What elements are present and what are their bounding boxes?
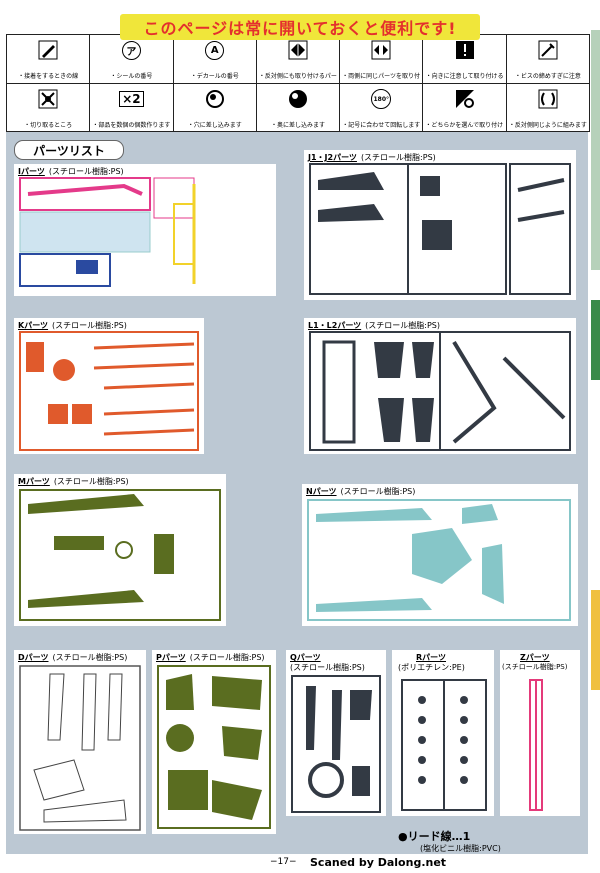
legend-cell: ・穴に差し込みます	[174, 84, 257, 132]
legend-label: ・記号に合わせて回転します	[342, 122, 421, 129]
legend-cell: 180° ・記号に合わせて回転します	[340, 84, 424, 132]
curve-icon	[537, 88, 559, 110]
page-edge-tab-yellow	[591, 590, 600, 690]
sheet-header: Pパーツ(スチロール樹脂:PS)	[156, 653, 265, 662]
scan-credit: Scaned by Dalong.net	[310, 856, 447, 869]
legend-label: ・奥に差し込みます	[270, 122, 325, 129]
sheet-header: J1・J2パーツ(スチロール樹脂:PS)	[308, 153, 436, 162]
sticker-icon: ア	[120, 39, 142, 61]
sprue-drawing-D	[19, 665, 141, 831]
hole-icon	[204, 88, 226, 110]
symbol-legend: ・接着をするときの線 ア ・シールの番号 A ・デカールの番号 ・反対側にも取り…	[6, 34, 590, 132]
legend-cell: ・両側に同じパーツを取り付ける	[340, 35, 424, 83]
page-edge-tab-green	[591, 300, 600, 380]
sheet-Z: Zパーツ (スチロール樹脂:PS)	[500, 650, 580, 816]
legend-cell: ア ・シールの番号	[90, 35, 174, 83]
parts-list-panel: パーツリスト Iパーツ(スチロール樹脂:PS) J1・J2パーツ(スチロール樹脂…	[6, 132, 588, 854]
sheet-M: Mパーツ(スチロール樹脂:PS)	[14, 474, 226, 626]
sprue-drawing-I	[19, 177, 196, 287]
legend-cell: ・向きに注意して取り付ける	[423, 35, 507, 83]
sheet-material: (スチロール樹脂:PS)	[502, 663, 568, 671]
sheet-L: L1・L2パーツ(スチロール樹脂:PS)	[304, 318, 576, 454]
screw-icon	[537, 39, 559, 61]
sheet-header: Rパーツ	[416, 653, 446, 662]
both-sides-icon	[370, 39, 392, 61]
filled-hole-icon	[287, 88, 309, 110]
legend-label: ・ビスの締めすぎに注意	[514, 73, 581, 80]
sheet-header: Mパーツ(スチロール樹脂:PS)	[18, 477, 129, 486]
legend-label: ・シールの番号	[110, 73, 153, 80]
sprue-drawing-K	[19, 331, 199, 451]
legend-cell: ・反対側同じように組みます	[507, 84, 589, 132]
sheet-D: Dパーツ(スチロール樹脂:PS)	[14, 650, 146, 834]
sheet-I: Iパーツ(スチロール樹脂:PS)	[14, 164, 276, 296]
legend-cell: ・ビスの締めすぎに注意	[507, 35, 589, 83]
legend-cell: ・奥に差し込みます	[257, 84, 341, 132]
sheet-header: Iパーツ(スチロール樹脂:PS)	[18, 167, 124, 176]
sheet-header: Kパーツ(スチロール樹脂:PS)	[18, 321, 127, 330]
sprue-drawing-R	[401, 679, 487, 811]
legend-row-2: ・切り取るところ ×2 ・部品を数個の個数作ります ・穴に差し込みます ・奥に差…	[7, 84, 589, 132]
sprue-drawing-Z	[529, 679, 543, 811]
sheet-K: Kパーツ(スチロール樹脂:PS)	[14, 318, 204, 454]
sprue-drawing-M	[19, 489, 221, 621]
runner-wire-material: (塩化ビニル樹脂:PVC)	[420, 844, 501, 853]
sheet-header: Dパーツ(スチロール樹脂:PS)	[18, 653, 128, 662]
legend-label: ・反対側にも取り付けるパーツ	[258, 73, 338, 80]
runner-wire-label: ●リード線…1	[398, 830, 471, 843]
sprue-drawing-L	[309, 331, 571, 451]
caution-icon	[454, 39, 476, 61]
sheet-header: L1・L2パーツ(スチロール樹脂:PS)	[308, 321, 441, 330]
sheet-J: J1・J2パーツ(スチロール樹脂:PS)	[304, 150, 576, 300]
legend-label: ・どちらかを選んで取り付けます	[425, 122, 504, 129]
legend-cell: ・切り取るところ	[7, 84, 91, 132]
cut-icon	[37, 88, 59, 110]
legend-cell: A ・デカールの番号	[174, 35, 257, 83]
multiply-icon: ×2	[119, 88, 144, 110]
select-icon	[454, 88, 476, 110]
sheet-Q: Qパーツ (スチロール樹脂:PS)	[286, 650, 386, 816]
page-edge-tab	[591, 30, 600, 270]
sheet-material: (ポリエチレン:PE)	[398, 663, 465, 672]
sheet-header: Nパーツ(スチロール樹脂:PS)	[306, 487, 416, 496]
legend-cell: ・反対側にも取り付けるパーツ	[257, 35, 341, 83]
knife-icon	[37, 39, 59, 61]
legend-label: ・部品を数個の個数作ります	[92, 122, 171, 129]
page-number: −17−	[270, 857, 297, 867]
legend-label: ・向きに注意して取り付ける	[425, 73, 504, 80]
legend-label: ・穴に差し込みます	[187, 122, 242, 129]
legend-label: ・接着をするときの線	[18, 73, 79, 80]
sprue-drawing-J	[309, 163, 571, 295]
sprue-drawing-P	[157, 665, 271, 829]
sprue-drawing-N	[307, 499, 571, 621]
legend-label: ・デカールの番号	[190, 73, 239, 80]
page-banner: このページは常に開いておくと便利です!	[120, 14, 480, 40]
sprue-drawing-Q	[291, 675, 381, 813]
legend-cell: ×2 ・部品を数個の個数作ります	[90, 84, 174, 132]
sheet-header: Qパーツ	[290, 653, 321, 662]
rotate-icon: 180°	[370, 88, 392, 110]
sheet-header: Zパーツ	[520, 653, 550, 662]
sheet-material: (スチロール樹脂:PS)	[290, 663, 365, 672]
legend-label: ・切り取るところ	[24, 122, 73, 129]
legend-cell: ・接着をするときの線	[7, 35, 91, 83]
parts-list-title: パーツリスト	[14, 140, 124, 160]
legend-row-1: ・接着をするときの線 ア ・シールの番号 A ・デカールの番号 ・反対側にも取り…	[7, 35, 589, 84]
legend-cell: ・どちらかを選んで取り付けます	[423, 84, 507, 132]
sheet-N: Nパーツ(スチロール樹脂:PS)	[302, 484, 578, 626]
sheet-R: Rパーツ (ポリエチレン:PE)	[392, 650, 494, 816]
decal-icon: A	[204, 39, 226, 61]
mirror-pair-icon	[287, 39, 309, 61]
legend-label: ・反対側同じように組みます	[508, 122, 587, 129]
sheet-P: Pパーツ(スチロール樹脂:PS)	[152, 650, 276, 834]
legend-label: ・両側に同じパーツを取り付ける	[342, 73, 421, 80]
